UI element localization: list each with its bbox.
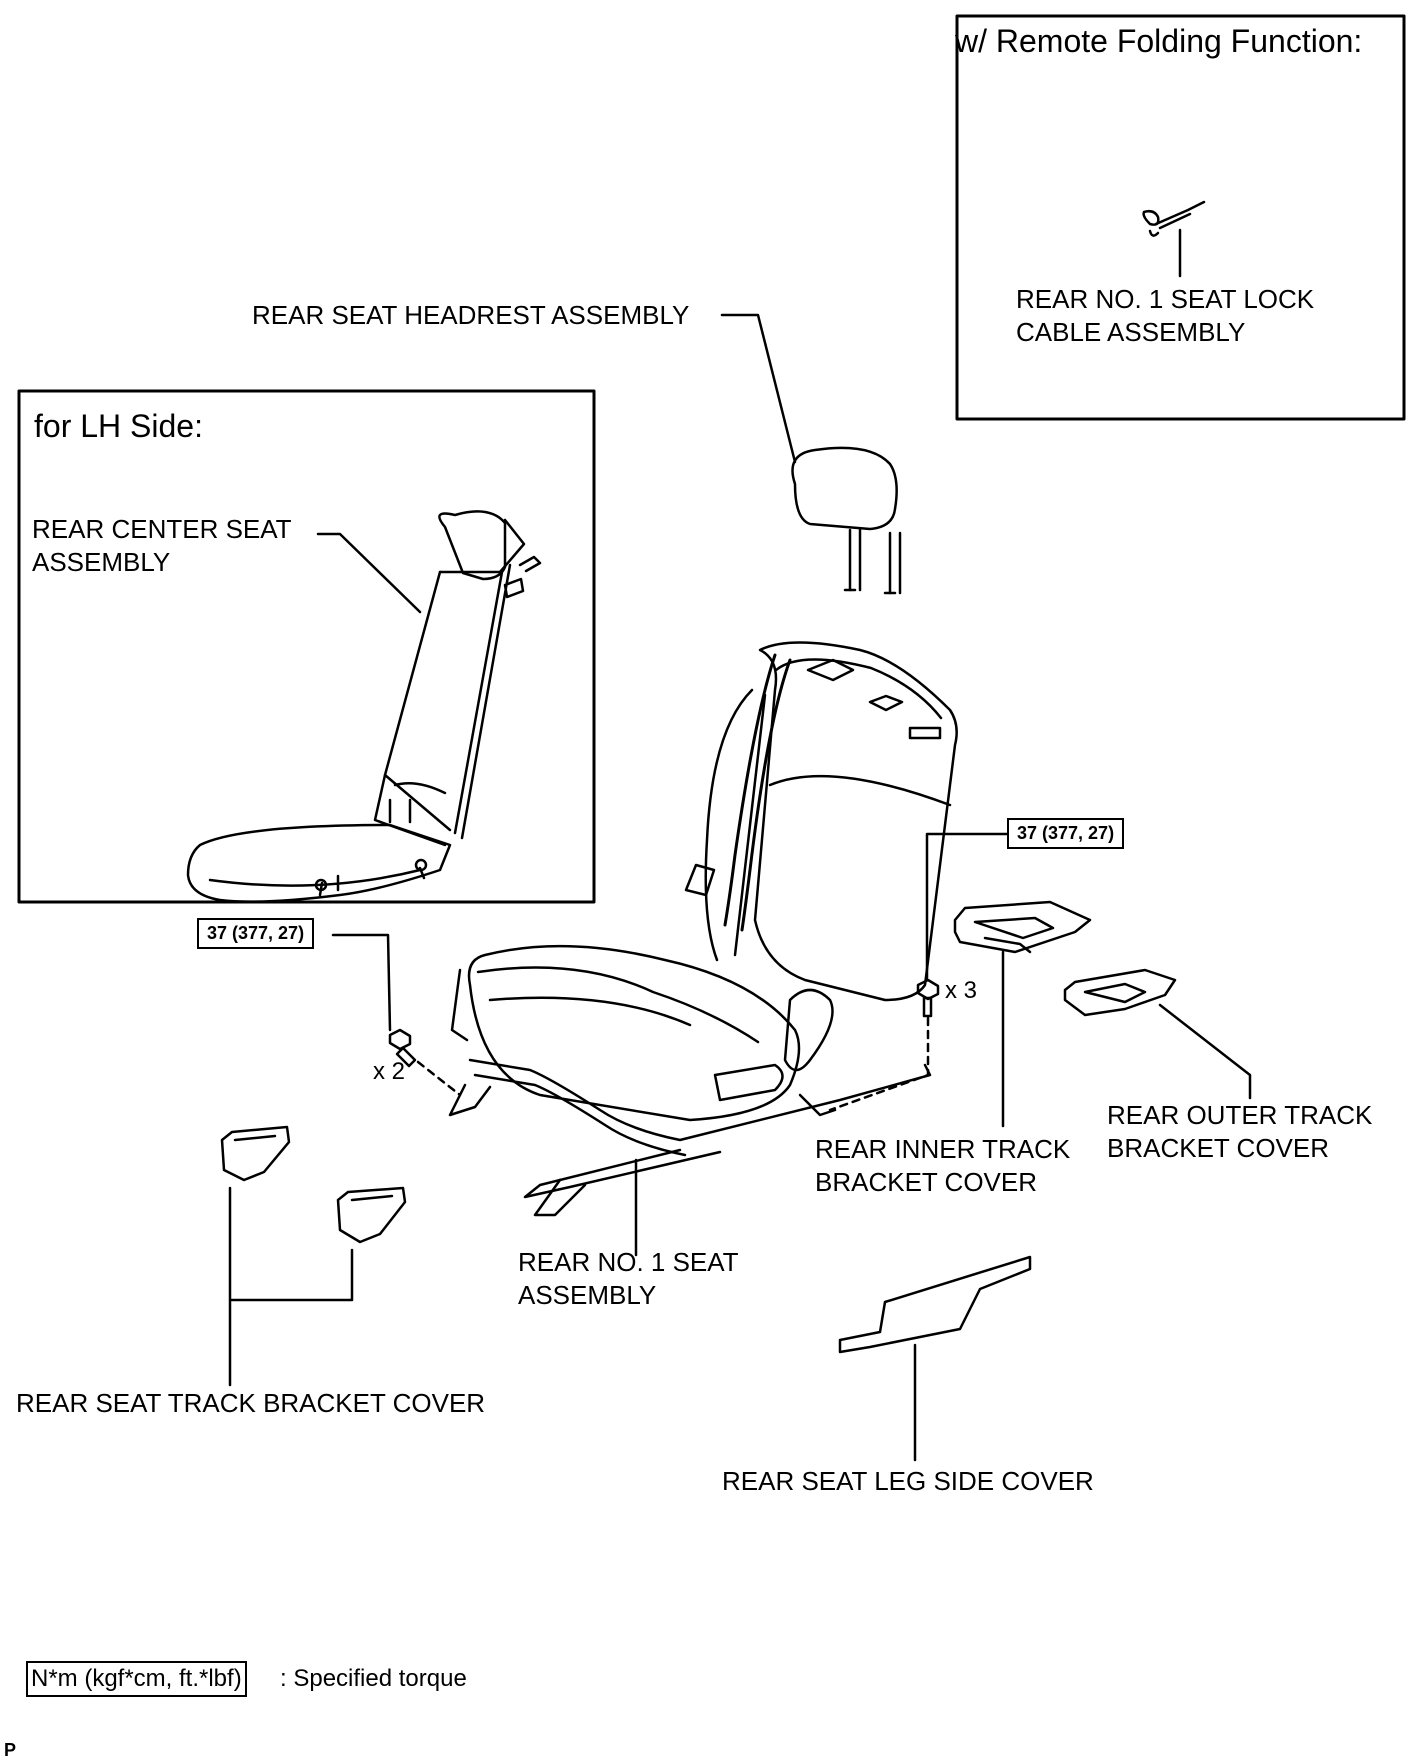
inner-track-cover-drawing [953, 900, 1092, 954]
leader-headrest [720, 313, 797, 464]
outer-cover-label: REAR OUTER TRACK BRACKET COVER [1107, 1100, 1373, 1163]
remote-folding-title: w/ Remote Folding Function: [955, 23, 1363, 59]
corner-mark: P [4, 1740, 17, 1760]
right-bolt-dashed [828, 1016, 930, 1112]
headrest-label: REAR SEAT HEADREST ASSEMBLY [252, 300, 690, 330]
torque-spec-right: 37 (377, 27) [1007, 818, 1125, 849]
torque-spec-left: 37 (377, 27) [197, 918, 315, 949]
leader-right-torque [925, 832, 1009, 980]
outer-track-cover-drawing [1063, 968, 1177, 1017]
seat-lock-cable-label: REAR NO. 1 SEAT LOCK CABLE ASSEMBLY [1016, 284, 1315, 347]
center-seat-label: REAR CENTER SEAT ASSEMBLY [32, 514, 292, 577]
quantity-left: x 2 [373, 1058, 406, 1085]
leader-outer-cover [1158, 1003, 1252, 1100]
leg-side-cover-label: REAR SEAT LEG SIDE COVER [722, 1466, 1094, 1496]
inner-cover-label: REAR INNER TRACK BRACKET COVER [815, 1134, 1071, 1197]
seat-label: REAR NO. 1 SEAT ASSEMBLY [518, 1247, 739, 1310]
leader-track-bracket-cover [228, 1186, 354, 1387]
leader-left-torque [331, 933, 392, 1032]
track-bracket-cover-drawing [220, 1125, 407, 1244]
lh-side-title: for LH Side: [34, 408, 203, 444]
right-bolt-drawing [916, 978, 940, 1018]
track-bracket-cover-label: REAR SEAT TRACK BRACKET COVER [16, 1388, 486, 1418]
left-bolt-dashed [416, 1060, 462, 1097]
remote-folding-panel [955, 14, 1406, 421]
rear-center-seat-drawing [186, 510, 542, 903]
leg-side-cover-drawing [838, 1255, 1032, 1354]
seat-lock-cable-drawing [1142, 200, 1206, 278]
torque-unit-legend: N*m (kgf*cm, ft.*lbf) [26, 1661, 247, 1697]
leader-center-seat [316, 532, 422, 614]
left-bolt-drawing [388, 1028, 417, 1068]
headrest-drawing [791, 446, 902, 595]
rear-no1-seat-drawing [448, 641, 958, 1217]
lh-side-panel [17, 389, 596, 904]
quantity-right: x 3 [945, 977, 978, 1004]
torque-legend-text: : Specified torque [280, 1665, 467, 1692]
